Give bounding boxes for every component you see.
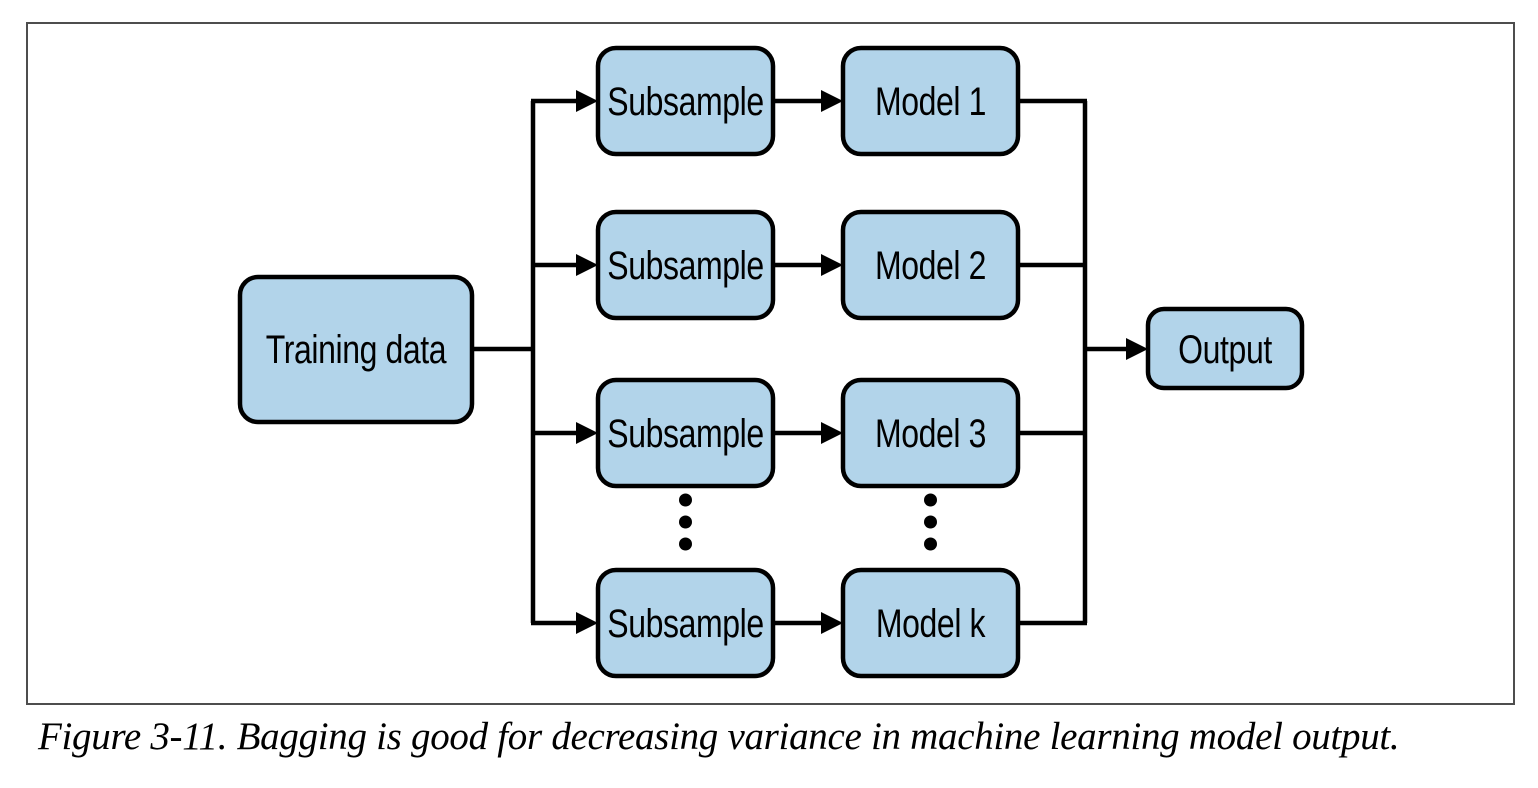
ellipsis-subsample-column xyxy=(679,493,692,551)
subsample-label-1: Subsample xyxy=(607,79,763,124)
row-1: Subsample Model 1 xyxy=(531,45,1087,157)
output-label: Output xyxy=(1178,327,1272,372)
arrowhead-into-subsample-3 xyxy=(576,422,598,444)
arrowhead-into-output xyxy=(1126,338,1148,360)
arrowhead-into-model-2 xyxy=(821,254,843,276)
arrowhead-into-model-3 xyxy=(821,422,843,444)
ellipsis-dot xyxy=(679,493,692,507)
training-data-group: Training data xyxy=(237,274,535,425)
model-label-2: Model 2 xyxy=(875,243,986,288)
output-box xyxy=(1145,306,1305,391)
arrowhead-into-subsample-2 xyxy=(576,254,598,276)
ellipsis-model-column xyxy=(924,493,937,551)
figure-caption: Figure 3-11. Bagging is good for decreas… xyxy=(38,715,1400,758)
figure-frame-border xyxy=(26,22,1515,705)
row-2: Subsample Model 2 xyxy=(531,209,1087,321)
model-label-3: Model 3 xyxy=(875,411,986,456)
model-label-1: Model 1 xyxy=(875,79,986,124)
arrowhead-into-subsample-k xyxy=(576,612,598,634)
arrowhead-into-subsample-1 xyxy=(576,90,598,112)
ellipsis-dot xyxy=(924,515,937,529)
bagging-flowchart: Training data Subsample Model 1 Subsampl… xyxy=(26,22,1515,705)
ellipsis-dot xyxy=(924,537,937,551)
row-k: Subsample Model k xyxy=(531,567,1087,679)
arrowhead-into-model-k xyxy=(821,612,843,634)
training-data-label: Training data xyxy=(266,327,448,372)
output-group: Output xyxy=(1085,306,1305,391)
ellipsis-dot xyxy=(924,493,937,507)
row-3: Subsample Model 3 xyxy=(531,377,1087,489)
ellipsis-dot xyxy=(679,537,692,551)
subsample-label-3: Subsample xyxy=(607,411,763,456)
arrowhead-into-model-1 xyxy=(821,90,843,112)
model-label-k: Model k xyxy=(876,601,986,646)
subsample-label-k: Subsample xyxy=(607,601,763,646)
subsample-label-2: Subsample xyxy=(607,243,763,288)
ellipsis-dot xyxy=(679,515,692,529)
